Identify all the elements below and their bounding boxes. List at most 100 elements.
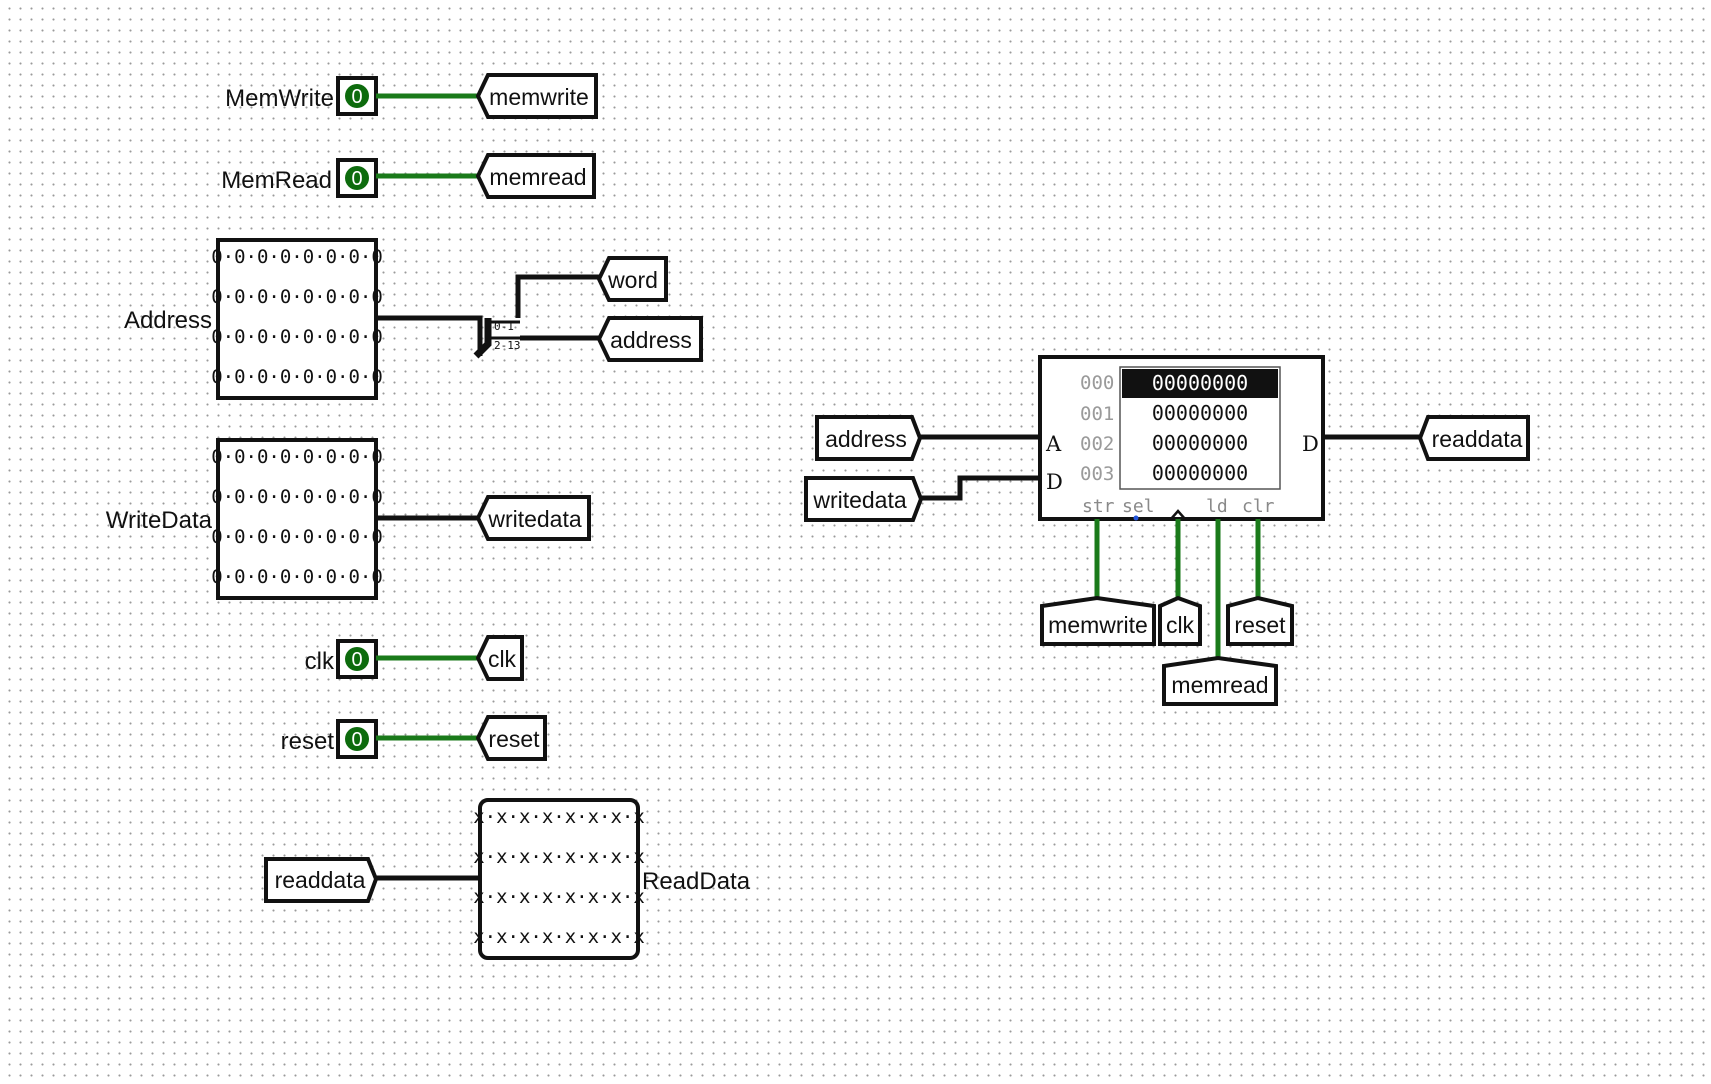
- word-tunnel-label: word: [607, 267, 658, 293]
- address-bus-wire[interactable]: [376, 315, 483, 356]
- ram-memread-tunnel[interactable]: memread: [1162, 655, 1278, 706]
- address-input-pin-group[interactable]: Address 0·0·0·0·0·0·0·0 0·0·0·0·0·0·0·0 …: [124, 238, 383, 400]
- ram-readdata-tunnel-label: readdata: [1432, 426, 1523, 452]
- ram-address-tunnel-label: address: [825, 426, 907, 452]
- memwrite-tunnel[interactable]: memwrite: [475, 73, 598, 119]
- ram-value-row-2[interactable]: 00000000: [1152, 401, 1248, 425]
- readdata-bits-row-4: x·x·x·x·x·x·x·x: [473, 926, 645, 948]
- ram-reset-tunnel-label: reset: [1234, 612, 1286, 638]
- ram-addr-row-4: 003: [1080, 463, 1114, 485]
- writedata-tunnel-label: writedata: [487, 506, 582, 532]
- ram-memwrite-tunnel-label: memwrite: [1048, 612, 1148, 638]
- ram-memwrite-tunnel[interactable]: memwrite: [1040, 595, 1156, 646]
- address-tunnel-label: address: [610, 327, 692, 353]
- ram-port-d-in-label: D: [1046, 470, 1063, 494]
- reset-tunnel-label: reset: [488, 726, 540, 752]
- clk-pin-label: clk: [305, 648, 335, 675]
- readdata-source-tunnel[interactable]: readdata: [264, 857, 379, 903]
- memwrite-pin-led: [345, 84, 369, 108]
- readdata-output-pin-group[interactable]: x·x·x·x·x·x·x·x x·x·x·x·x·x·x·x x·x·x·x·…: [473, 798, 751, 960]
- word-wire[interactable]: [515, 274, 600, 318]
- ram-writedata-tunnel-shape: [804, 476, 924, 522]
- writedata-bits-row-1: 0·0·0·0·0·0·0·0: [211, 446, 383, 468]
- ram-writedata-tunnel[interactable]: writedata: [804, 476, 924, 522]
- memread-tunnel-label: memread: [489, 164, 586, 190]
- ram-value-row-1[interactable]: 00000000: [1152, 371, 1248, 395]
- word-tunnel[interactable]: word: [596, 256, 668, 302]
- address-bits-row-1: 0·0·0·0·0·0·0·0: [211, 246, 383, 268]
- ram-readdata-tunnel[interactable]: readdata: [1417, 415, 1530, 461]
- address-tunnel-shape: [596, 316, 703, 362]
- ram-address-tunnel[interactable]: address: [815, 415, 923, 461]
- ram-addr-row-1: 000: [1080, 372, 1114, 394]
- clk-tunnel-shape: [475, 635, 524, 681]
- writedata-bits-row-4: 0·0·0·0·0·0·0·0: [211, 566, 383, 588]
- memwrite-tunnel-shape: [475, 73, 598, 119]
- writedata-pin-label: WriteData: [106, 507, 213, 534]
- readdata-output-pin[interactable]: [478, 798, 640, 960]
- ram-port-a-label: A: [1045, 432, 1062, 456]
- ram-memwrite-tunnel-shape: [1040, 595, 1156, 646]
- memwrite-pin-value: 0: [351, 86, 362, 108]
- writedata-tunnel[interactable]: writedata: [475, 495, 591, 541]
- address-tunnel[interactable]: address: [596, 316, 703, 362]
- clk-pin-led: [345, 647, 369, 671]
- word-tunnel-shape: [596, 256, 668, 302]
- ram-memread-tunnel-shape: [1162, 655, 1278, 706]
- reset-tunnel-shape: [475, 715, 547, 761]
- ram-clk-tunnel-shape: [1158, 595, 1202, 646]
- readdata-source-tunnel-shape: [264, 857, 379, 903]
- ram-ctrl-ld-label: ld: [1206, 496, 1228, 517]
- memwrite-tunnel-label: memwrite: [489, 84, 589, 110]
- reset-pin-led: [345, 727, 369, 751]
- reset-input-pin-group[interactable]: reset 0: [281, 719, 378, 759]
- ram-ctrl-sel-label: sel: [1122, 496, 1155, 517]
- memwrite-input-pin-group[interactable]: MemWrite 0: [225, 76, 378, 116]
- readdata-bits-row-3: x·x·x·x·x·x·x·x: [473, 886, 645, 908]
- ram-addr-row-2: 001: [1080, 403, 1114, 425]
- ram-clk-tunnel[interactable]: clk: [1158, 595, 1202, 646]
- memread-pin-led: [345, 166, 369, 190]
- address-bits-row-4: 0·0·0·0·0·0·0·0: [211, 366, 383, 388]
- splitter-spine: [473, 318, 492, 359]
- memwrite-pin-label: MemWrite: [225, 85, 334, 112]
- readdata-bits-row-1: x·x·x·x·x·x·x·x: [473, 806, 645, 828]
- ram-value-row-4[interactable]: 00000000: [1152, 461, 1248, 485]
- address-splitter[interactable]: 0-1 2-13: [473, 318, 521, 359]
- ram-address-tunnel-shape: [815, 415, 923, 461]
- writedata-tunnel-shape: [475, 495, 591, 541]
- ram-writedata-tunnel-label: writedata: [812, 487, 907, 513]
- ram-memread-tunnel-label: memread: [1171, 672, 1268, 698]
- ram-clock-triangle-icon: [1170, 509, 1186, 520]
- ram-reset-tunnel-shape: [1226, 595, 1294, 646]
- clk-tunnel[interactable]: clk: [475, 635, 524, 681]
- clk-tunnel-label: clk: [488, 646, 517, 672]
- ram-value-row-3[interactable]: 00000000: [1152, 431, 1248, 455]
- ram-sel-indicator: [1133, 515, 1139, 521]
- ram-component[interactable]: A D D 000 001 002 003 00000000 00000000 …: [1038, 355, 1325, 521]
- reset-pin-label: reset: [281, 728, 335, 755]
- address-bits-row-2: 0·0·0·0·0·0·0·0: [211, 286, 383, 308]
- readdata-bits-row-2: x·x·x·x·x·x·x·x: [473, 846, 645, 868]
- clk-pin-value: 0: [351, 649, 362, 671]
- writedata-bits-row-2: 0·0·0·0·0·0·0·0: [211, 486, 383, 508]
- ram-ctrl-clr-label: clr: [1242, 496, 1275, 517]
- ram-clk-tunnel-label: clk: [1166, 612, 1195, 638]
- clk-input-pin-group[interactable]: clk 0: [305, 639, 378, 679]
- memread-input-pin-group[interactable]: MemRead 0: [221, 158, 378, 198]
- splitter-bottom-range: 2-13: [494, 339, 521, 352]
- ram-addr-row-3: 002: [1080, 433, 1114, 455]
- writedata-bits-row-3: 0·0·0·0·0·0·0·0: [211, 526, 383, 548]
- ram-selected-row-highlight: [1122, 369, 1278, 398]
- writedata-input-pin-group[interactable]: WriteData 0·0·0·0·0·0·0·0 0·0·0·0·0·0·0·…: [106, 438, 383, 600]
- splitter-top-range: 0-1: [494, 320, 514, 333]
- ram-reset-tunnel[interactable]: reset: [1226, 595, 1294, 646]
- memread-pin-label: MemRead: [221, 167, 332, 194]
- ram-readdata-tunnel-shape: [1417, 415, 1530, 461]
- reset-tunnel[interactable]: reset: [475, 715, 547, 761]
- address-pin-label: Address: [124, 307, 212, 334]
- memread-tunnel[interactable]: memread: [475, 153, 596, 199]
- ram-writedata-wire[interactable]: [921, 475, 1040, 501]
